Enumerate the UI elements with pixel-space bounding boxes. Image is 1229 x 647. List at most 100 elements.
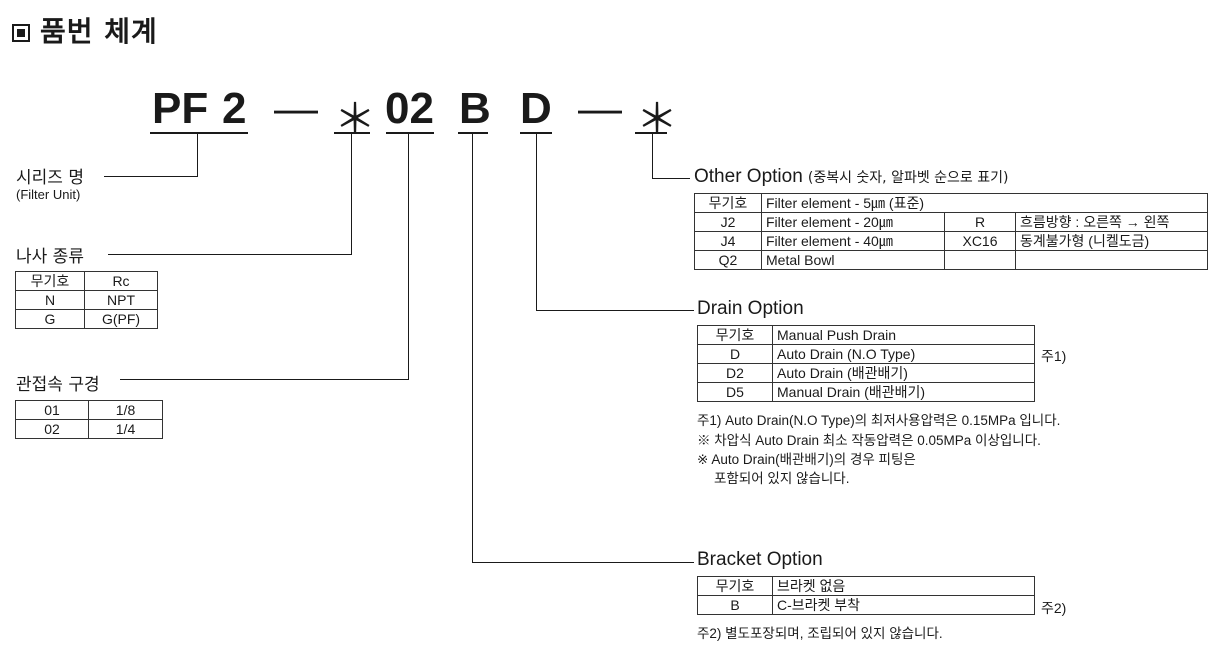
table-cell: R [944, 212, 1016, 232]
bracket-option-table: 무기호 브라켓 없음 B C-브라켓 부착 [697, 576, 1035, 615]
series-sub-label: (Filter Unit) [16, 187, 81, 202]
connector-bracket-v [472, 133, 473, 562]
table-cell [1015, 250, 1208, 270]
connector-series-h [104, 176, 198, 177]
table-cell: 무기호 [694, 193, 762, 213]
page-title: 품번 체계 [12, 10, 158, 50]
table-cell [944, 250, 1016, 270]
connector-port-v [408, 133, 409, 379]
drain-note-1: 주1) Auto Drain(N.O Type)의 최저사용압력은 0.15MP… [697, 413, 1061, 428]
code-series-number: 2 [222, 84, 247, 133]
table-row: N NPT [15, 290, 158, 310]
connector-bracket-h [472, 562, 694, 563]
table-row: 무기호 Rc [15, 271, 158, 291]
table-cell: 브라켓 없음 [772, 576, 1035, 596]
table-cell: Manual Drain (배관배기) [772, 382, 1035, 402]
connector-other-v [652, 133, 653, 178]
underline-thread [334, 132, 370, 134]
table-cell: Manual Push Drain [772, 325, 1035, 345]
table-row: J4 Filter element - 40㎛ XC16 동계불가형 (니켈도금… [694, 231, 1208, 251]
drain-side-note: 주1) [1041, 348, 1067, 364]
drain-note-4: 포함되어 있지 않습니다. [714, 471, 850, 486]
table-row: 01 1/8 [15, 400, 163, 420]
connector-port-h [120, 379, 409, 380]
connector-other-h [652, 178, 690, 179]
bracket-option-label: Bracket Option [697, 549, 823, 570]
table-cell: Auto Drain (배관배기) [772, 363, 1035, 383]
table-cell: G [15, 309, 85, 329]
other-option-note: (중복시 숫자, 알파벳 순으로 표기) [807, 170, 1009, 186]
code-bracket: B [459, 84, 491, 133]
table-row: G G(PF) [15, 309, 158, 329]
table-cell: D2 [697, 363, 773, 383]
underline-bracket [458, 132, 488, 134]
table-cell: Filter element - 5㎛ (표준) [761, 193, 1208, 213]
table-cell: Auto Drain (N.O Type) [772, 344, 1035, 364]
connector-thread-h [108, 254, 352, 255]
table-cell: D [697, 344, 773, 364]
table-row: Q2 Metal Bowl [694, 250, 1208, 270]
table-row: 무기호 Manual Push Drain [697, 325, 1035, 345]
table-cell: 01 [15, 400, 89, 420]
other-option-table: 무기호 Filter element - 5㎛ (표준) J2 Filter e… [694, 193, 1208, 270]
underline-series [150, 132, 248, 134]
table-row: 무기호 브라켓 없음 [697, 576, 1035, 596]
thread-table: 무기호 Rc N NPT G G(PF) [15, 271, 158, 329]
table-row: D2 Auto Drain (배관배기) [697, 363, 1035, 383]
table-cell: 흐름방향 : 오른쪽 → 왼쪽 [1015, 212, 1208, 232]
table-cell: Q2 [694, 250, 762, 270]
thread-label: 나사 종류 [16, 247, 84, 267]
table-row: 무기호 Filter element - 5㎛ (표준) [694, 193, 1208, 213]
other-option-label: Other Option [694, 166, 803, 187]
table-cell: N [15, 290, 85, 310]
code-other-placeholder: ＊ [636, 96, 679, 143]
table-cell: 02 [15, 419, 89, 439]
page-title-text: 품번 체계 [40, 15, 158, 48]
drain-option-label: Drain Option [697, 298, 804, 319]
table-cell: NPT [84, 290, 158, 310]
square-bullet-icon [12, 24, 30, 42]
underline-port [386, 132, 434, 134]
code-port-size: 02 [385, 84, 434, 133]
connector-thread-v [351, 133, 352, 254]
table-cell: J2 [694, 212, 762, 232]
table-cell: 동계불가형 (니켈도금) [1015, 231, 1208, 251]
table-row: 02 1/4 [15, 419, 163, 439]
table-row: D5 Manual Drain (배관배기) [697, 382, 1035, 402]
table-cell: 무기호 [697, 325, 773, 345]
code-thread-placeholder: ＊ [334, 96, 377, 143]
code-dash-2: — [578, 84, 622, 133]
table-cell: Metal Bowl [761, 250, 945, 270]
port-label: 관접속 구경 [16, 375, 100, 395]
table-cell: Rc [84, 271, 158, 291]
drain-option-table: 무기호 Manual Push Drain D Auto Drain (N.O … [697, 325, 1035, 402]
underline-other [635, 132, 667, 134]
drain-note-3: ※ Auto Drain(배관배기)의 경우 피팅은 [697, 452, 916, 467]
drain-note-2: ※ 차압식 Auto Drain 최소 작동압력은 0.05MPa 이상입니다. [697, 433, 1041, 448]
table-row: B C-브라켓 부착 [697, 595, 1035, 615]
code-series: PF [152, 84, 209, 133]
other-option-heading: Other Option (중복시 숫자, 알파벳 순으로 표기) [694, 166, 1009, 188]
table-cell: D5 [697, 382, 773, 402]
connector-drain-h [536, 310, 694, 311]
series-label: 시리즈 명 [16, 168, 84, 188]
table-cell: J4 [694, 231, 762, 251]
table-cell: C-브라켓 부착 [772, 595, 1035, 615]
code-dash-1: — [274, 84, 318, 133]
table-row: J2 Filter element - 20㎛ R 흐름방향 : 오른쪽 → 왼… [694, 212, 1208, 232]
table-cell: 1/4 [88, 419, 163, 439]
table-cell: 무기호 [15, 271, 85, 291]
connector-series-v [197, 133, 198, 176]
table-cell: G(PF) [84, 309, 158, 329]
table-cell: 무기호 [697, 576, 773, 596]
connector-drain-v [536, 133, 537, 310]
table-cell: Filter element - 20㎛ [761, 212, 945, 232]
table-cell: Filter element - 40㎛ [761, 231, 945, 251]
code-drain: D [520, 84, 552, 133]
bracket-side-note: 주2) [1041, 600, 1067, 616]
table-row: D Auto Drain (N.O Type) [697, 344, 1035, 364]
table-cell: XC16 [944, 231, 1016, 251]
table-cell: 1/8 [88, 400, 163, 420]
bracket-note: 주2) 별도포장되며, 조립되어 있지 않습니다. [697, 626, 943, 641]
table-cell: B [697, 595, 773, 615]
